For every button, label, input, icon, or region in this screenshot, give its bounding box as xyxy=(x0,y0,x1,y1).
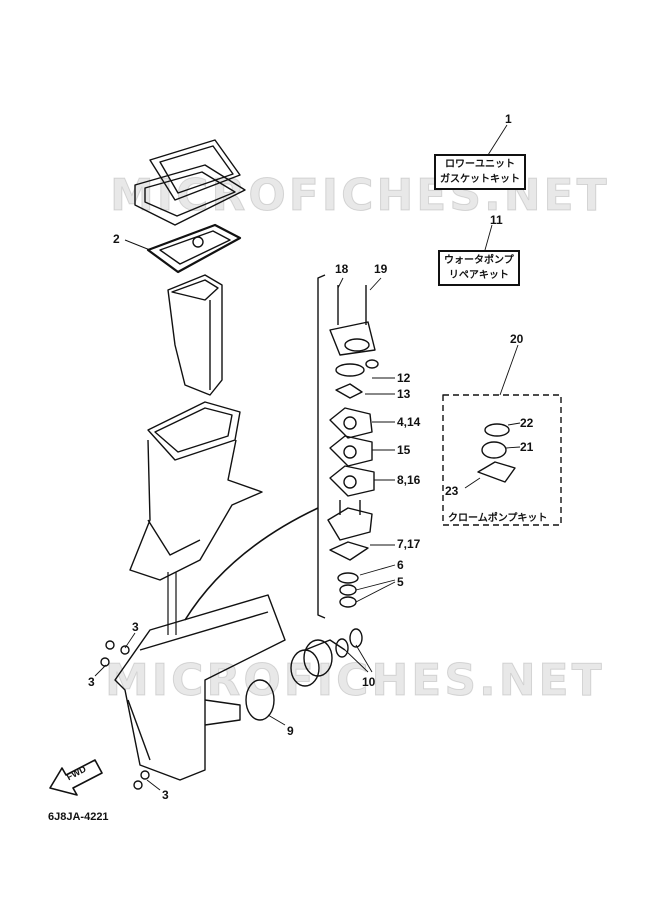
upper-casing xyxy=(167,274,223,396)
callout-19: 19 xyxy=(374,262,388,276)
callout-20: 20 xyxy=(510,332,524,346)
callout-12: 12 xyxy=(397,371,411,385)
callout-7-17: 7,17 xyxy=(397,537,421,551)
watermark-bottom: MICROFICHES.NET xyxy=(105,655,605,707)
callout-5: 5 xyxy=(397,575,404,589)
callout-9: 9 xyxy=(287,724,294,738)
callout-3-bottom: 3 xyxy=(162,788,169,802)
callout-13: 13 xyxy=(397,387,411,401)
callout-3-left: 3 xyxy=(88,675,95,689)
callout-2: 2 xyxy=(113,232,120,246)
callout-6: 6 xyxy=(397,558,404,572)
callout-1: 1 xyxy=(505,112,512,126)
callout-11: 11 xyxy=(490,213,503,227)
kit-20-label: クロームポンプキット xyxy=(448,513,548,524)
callout-8-16: 8,16 xyxy=(397,473,421,487)
gasket-top xyxy=(134,139,246,226)
diagram-code: 6J8JA-4221 xyxy=(48,811,109,823)
callout-3-top: 3 xyxy=(132,620,139,634)
callout-22: 22 xyxy=(520,416,534,430)
lower-unit xyxy=(114,594,286,781)
kit-1-box: ロワーユニット ガスケットキット xyxy=(434,154,526,190)
callout-23: 23 xyxy=(445,484,459,498)
shaft-housing-parts xyxy=(245,628,373,726)
kit-11-box: ウォータポンプ リペアキット xyxy=(438,250,520,286)
callout-18: 18 xyxy=(335,262,349,276)
callout-4-14: 4,14 xyxy=(397,415,421,429)
bolts-3 xyxy=(94,632,161,791)
kit-11-line1: ウォータポンプ xyxy=(444,255,514,266)
water-pump-parts xyxy=(327,285,379,608)
callout-21: 21 xyxy=(520,440,534,454)
kit-11-line2: リペアキット xyxy=(448,270,509,281)
chrome-pump-parts xyxy=(464,422,521,489)
gasket-2 xyxy=(124,223,242,274)
mid-section xyxy=(129,401,263,581)
kit-1-line1: ロワーユニット xyxy=(445,159,515,170)
callout-15: 15 xyxy=(397,443,411,457)
callout-10: 10 xyxy=(362,675,376,689)
kit-1-line2: ガスケットキット xyxy=(440,174,520,185)
